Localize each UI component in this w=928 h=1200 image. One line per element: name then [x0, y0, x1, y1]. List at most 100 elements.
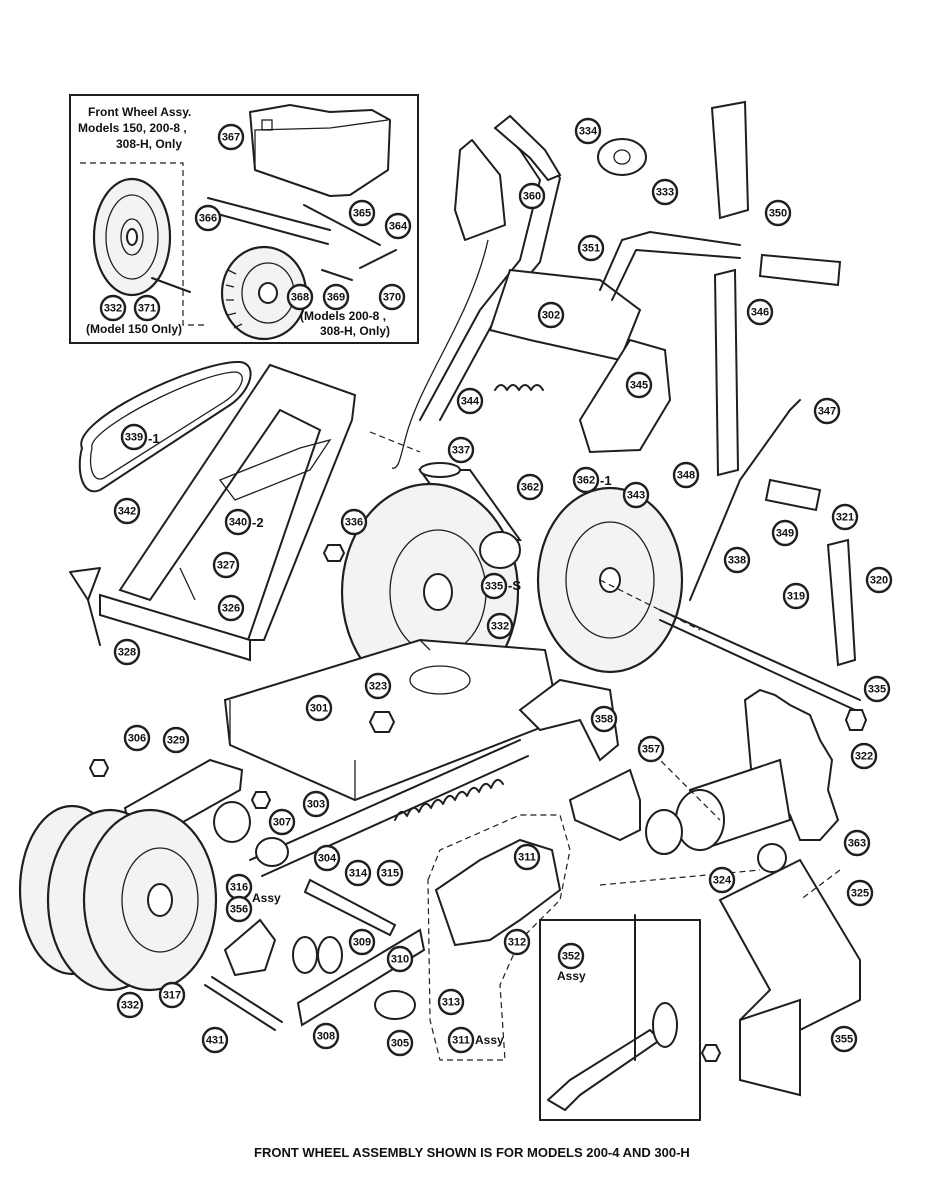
callout-number: 316: [230, 882, 248, 894]
assy-label-311: Assy: [475, 1033, 504, 1047]
callout-311: 311: [513, 843, 541, 871]
callout-circle: [516, 473, 544, 501]
callout-circle: [123, 724, 151, 752]
assy-label-316: Assy: [252, 891, 281, 905]
callout-number: 319: [787, 591, 805, 603]
callout-circle: [723, 546, 751, 574]
callout-circle: [437, 988, 465, 1016]
callout-circle: [364, 672, 392, 700]
callout-371: 371: [133, 294, 161, 322]
callout-circle: [503, 928, 531, 956]
callout-circle: [480, 572, 508, 600]
callout-307: 307: [268, 808, 296, 836]
callout-number: 344: [461, 396, 480, 408]
bushing-307: [213, 801, 251, 843]
callout-number: 371: [138, 303, 156, 315]
callout-number: 301: [310, 703, 328, 715]
callout-number: 320: [870, 575, 888, 587]
callout-circle: [846, 879, 874, 907]
square-tube: [99, 593, 251, 662]
callout-351: 351: [577, 234, 605, 262]
hex-nut: [250, 791, 272, 809]
callout-332: 332: [116, 991, 144, 1019]
callout-circle: [344, 859, 372, 887]
callout-356: 356: [225, 895, 253, 923]
callout-319: 319: [782, 582, 810, 610]
callout-number: 302: [542, 310, 560, 322]
callout-circle: [162, 726, 190, 754]
callout-circle: [113, 497, 141, 525]
control-bar: [713, 268, 740, 477]
callout-number: 337: [452, 445, 470, 457]
callout-369: 369: [322, 283, 350, 311]
long-shaft: [249, 739, 521, 861]
callout-310: 310: [386, 945, 414, 973]
callout-number: 365: [353, 208, 371, 220]
callout-circle: [302, 790, 330, 818]
callout-number: 362: [521, 482, 539, 494]
callout-circle: [572, 466, 600, 494]
screw-jack: [547, 1029, 661, 1111]
main-assembly: [18, 100, 868, 1121]
callout-number: 323: [369, 681, 387, 693]
callout-number: 346: [751, 307, 769, 319]
callout-circle: [863, 675, 891, 703]
callout-circle: [268, 808, 296, 836]
callout-number: 345: [630, 380, 648, 392]
callout-number: 308: [317, 1031, 335, 1043]
hex-nut: [88, 759, 110, 777]
suffix-362: -1: [600, 473, 612, 488]
callout-number: 338: [728, 555, 746, 567]
callout-circle: [865, 566, 893, 594]
hex-nut: [322, 544, 346, 562]
callout-313: 313: [437, 988, 465, 1016]
callout-311: 311: [447, 1026, 475, 1054]
drive-wheel-right: [536, 486, 684, 674]
handle-grip-right: [758, 253, 842, 287]
callout-circle: [850, 742, 878, 770]
callout-number: 314: [349, 868, 368, 880]
callout-number: 333: [656, 187, 674, 199]
callout-number: 369: [327, 292, 345, 304]
handle-panel: [488, 268, 642, 362]
callout-circle: [486, 612, 514, 640]
callout-number: 307: [273, 817, 291, 829]
callout-number: 325: [851, 888, 869, 900]
callout-number: 312: [508, 937, 526, 949]
callout-circle: [378, 283, 406, 311]
callout-circle: [513, 843, 541, 871]
callout-301: 301: [305, 694, 333, 722]
callout-number: 431: [206, 1035, 224, 1047]
callout-circle: [386, 1029, 414, 1057]
inset-models-note-line2: 308-H, Only): [320, 324, 390, 338]
inset-tread-wheel: [220, 245, 308, 341]
suffix-339: -1: [148, 431, 160, 446]
callout-350: 350: [764, 199, 792, 227]
callout-number: 303: [307, 799, 325, 811]
callout-355: 355: [830, 1025, 858, 1053]
handle-grip-cover: [710, 100, 750, 220]
callout-345: 345: [625, 371, 653, 399]
callout-number: 332: [121, 1000, 139, 1012]
sector-plate: [578, 338, 672, 454]
inset-models-note-line1: (Models 200-8 ,: [300, 309, 386, 323]
callout-number: 367: [222, 132, 240, 144]
callout-364: 364: [384, 212, 412, 240]
callout-number: 334: [579, 126, 598, 138]
callout-332: 332: [486, 612, 514, 640]
callout-362: 362: [516, 473, 544, 501]
callout-circle: [113, 638, 141, 666]
callout-number: 360: [523, 191, 541, 203]
callout-circle: [764, 199, 792, 227]
callout-339: 339: [120, 423, 148, 451]
latch-assembly: [223, 918, 277, 977]
suffix-340: -2: [252, 515, 264, 530]
callout-number: 349: [776, 528, 794, 540]
callout-circle: [830, 1025, 858, 1053]
callout-314: 314: [344, 859, 372, 887]
callout-362: 362: [572, 466, 600, 494]
callout-number: 355: [835, 1034, 853, 1046]
bracket-358: [518, 678, 620, 762]
callout-317: 317: [158, 981, 186, 1009]
callout-343: 343: [622, 481, 650, 509]
